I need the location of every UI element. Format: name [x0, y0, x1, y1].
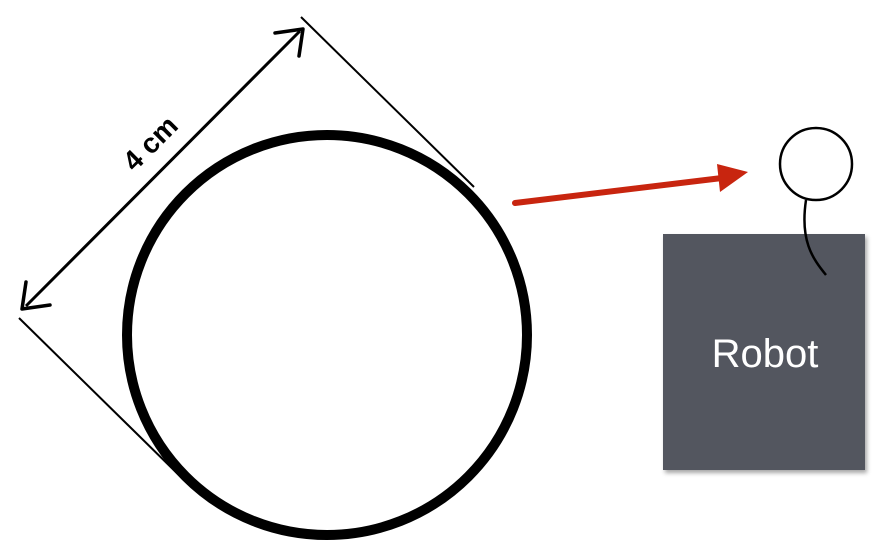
motion-arrow	[512, 164, 748, 206]
robot-sensor-stalk	[803, 199, 827, 276]
dimension-label: 4 cm	[117, 110, 184, 177]
robot-label: Robot	[712, 332, 819, 376]
motion-arrowhead	[717, 164, 748, 192]
large-circle	[122, 130, 532, 540]
robot-sensor-head	[778, 126, 854, 202]
robot-body	[663, 234, 865, 470]
dimension-arrowhead-top	[273, 27, 305, 58]
extension-line-lower	[18, 317, 189, 485]
dimension-arrowhead-bottom	[20, 280, 52, 311]
extension-line-upper	[300, 16, 475, 188]
dimension-arrow	[20, 27, 305, 311]
